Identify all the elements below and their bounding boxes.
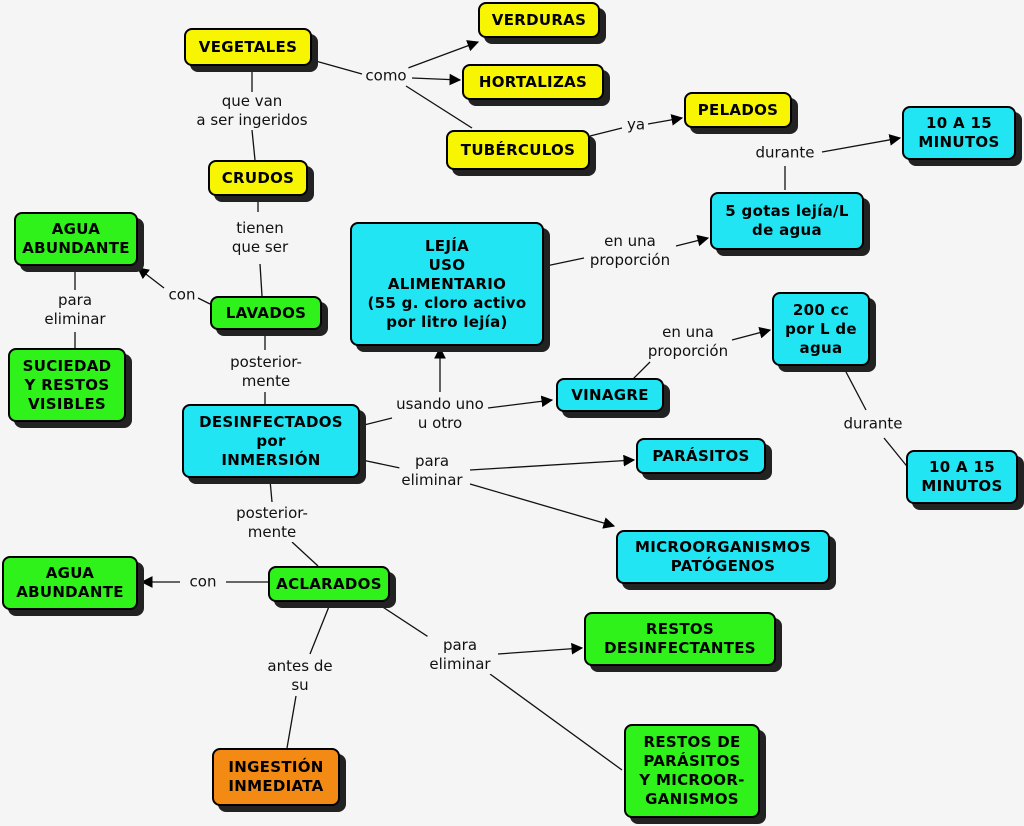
node-200cc-por-l: 200 cc por L de agua [772, 292, 870, 366]
label-con-1: con [166, 285, 198, 305]
node-crudos: CRUDOS [208, 160, 308, 196]
node-parasitos: PARÁSITOS [636, 438, 766, 474]
line-aclarados-antes [309, 603, 331, 655]
node-restos-parasitos: RESTOS DE PARÁSITOS Y MICROOR- GANISMOS [624, 724, 760, 818]
line-lavados-con [197, 297, 211, 305]
line-antes-ingestion [286, 695, 297, 749]
node-aclarados: ACLARADOS [268, 566, 390, 602]
line-durante-minutos [821, 134, 902, 153]
label-para-eliminar-3: para eliminar [427, 636, 493, 674]
node-microorganismos: MICROORGANISMOS PATÓGENOS [616, 530, 830, 584]
node-ingestion-inmediata: INGESTIÓN INMEDIATA [212, 748, 340, 806]
line-quevan-crudos [251, 129, 256, 161]
line-aclarados-paraeliminar3 [371, 599, 431, 639]
line-desinfectados-usando [359, 417, 393, 427]
label-durante-2: durante [841, 414, 905, 434]
line-como-verduras [407, 40, 480, 69]
line-proporcion-200cc [731, 327, 772, 341]
node-restos-desinfectantes: RESTOS DESINFECTANTES [584, 612, 776, 666]
node-agua-abundante-1: AGUA ABUNDANTE [14, 212, 138, 266]
node-verduras: VERDURAS [478, 2, 600, 38]
node-suciedad: SUCIEDAD Y RESTOS VISIBLES [8, 348, 126, 422]
label-para-eliminar-2: para eliminar [399, 452, 465, 490]
line-desinfectados-paraeliminar2 [361, 459, 401, 469]
line-tienen-lavados [259, 263, 263, 297]
node-desinfectados: DESINFECTADOS por INMERSIÓN [182, 404, 360, 478]
node-10-15-minutos-1: 10 A 15 MINUTOS [902, 106, 1016, 160]
line-200cc-durante [844, 369, 867, 411]
label-antes-de-su: antes de su [265, 657, 335, 695]
node-hortalizas: HORTALIZAS [462, 64, 604, 100]
node-10-15-minutos-2: 10 A 15 MINUTOS [906, 450, 1018, 504]
label-con-2: con [187, 572, 219, 592]
node-agua-abundante-2: AGUA ABUNDANTE [2, 556, 138, 610]
line-vegetales-como [311, 59, 363, 75]
line-como-hortalizas [411, 73, 462, 86]
line-durante2-minutos [883, 437, 911, 471]
label-para-eliminar-1: para eliminar [42, 291, 108, 329]
label-tienen-que-ser: tienen que ser [229, 219, 291, 257]
line-desinfectados-posterior2 [269, 479, 273, 503]
node-pelados: PELADOS [684, 92, 792, 128]
node-tuberculos: TUBÉRCULOS [446, 130, 590, 170]
line-paraeliminar3-desinfectantes [497, 642, 584, 655]
line-tuberculos-ya [589, 127, 623, 137]
node-vegetales: VEGETALES [184, 28, 312, 66]
label-usando-uno-u-otro: usando uno u otro [394, 395, 486, 433]
node-vinagre: VINAGRE [556, 378, 664, 412]
label-posteriormente-2: posterior- mente [234, 504, 310, 542]
line-proporcion-gotas [675, 234, 710, 247]
line-lejia-proporcion [545, 257, 585, 267]
line-posterior2-aclarados [291, 541, 319, 567]
line-como-tuberculos [405, 85, 473, 129]
label-durante-1: durante [753, 143, 817, 163]
label-en-una-proporcion-2: en una proporción [645, 323, 731, 361]
label-posteriormente-1: posterior- mente [228, 353, 304, 391]
node-lavados: LAVADOS [210, 296, 322, 330]
node-5-gotas-lejia: 5 gotas lejía/L de agua [710, 192, 864, 250]
label-ya: ya [624, 115, 648, 135]
line-con-agua [137, 267, 165, 289]
line-paraeliminar3-parasitos [489, 673, 623, 771]
node-lejia-uso-alimentario: LEJÍA USO ALIMENTARIO (55 g. cloro activ… [350, 222, 544, 346]
line-ya-pelados [647, 114, 684, 126]
label-como: como [363, 66, 409, 86]
label-en-una-proporcion-1: en una proporción [587, 232, 673, 270]
label-que-van: que van a ser ingeridos [194, 92, 310, 130]
line-paraeliminar2-micro [469, 483, 616, 529]
line-usando-vinagre [487, 395, 554, 409]
line-paraeliminar2-parasitos [469, 454, 636, 471]
